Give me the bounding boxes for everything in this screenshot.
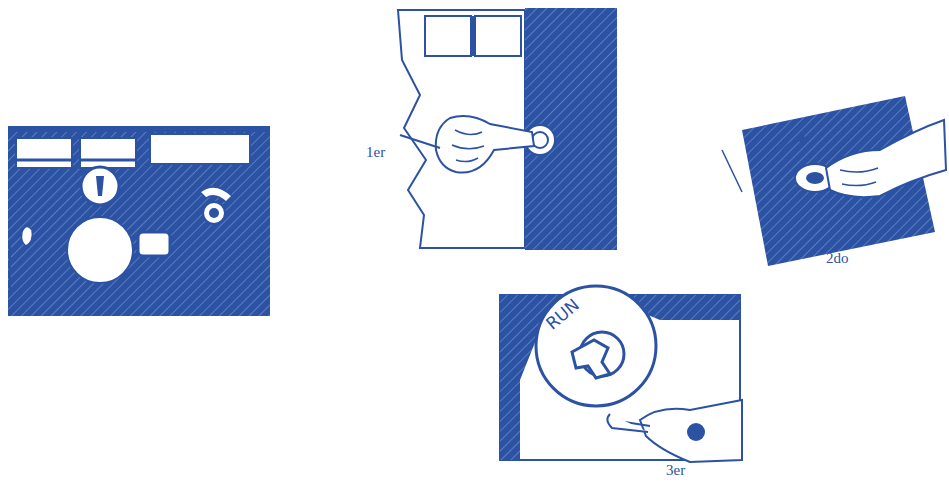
step-number: 1er <box>366 144 385 161</box>
step-2-key-turn <box>722 96 946 266</box>
step-number: 2do <box>826 250 849 267</box>
dial-outline <box>532 282 660 410</box>
step-number: 3er <box>666 462 685 479</box>
run-dial: RUN <box>532 282 660 410</box>
control-panel <box>8 126 270 316</box>
step-1-key-insert <box>398 8 617 250</box>
